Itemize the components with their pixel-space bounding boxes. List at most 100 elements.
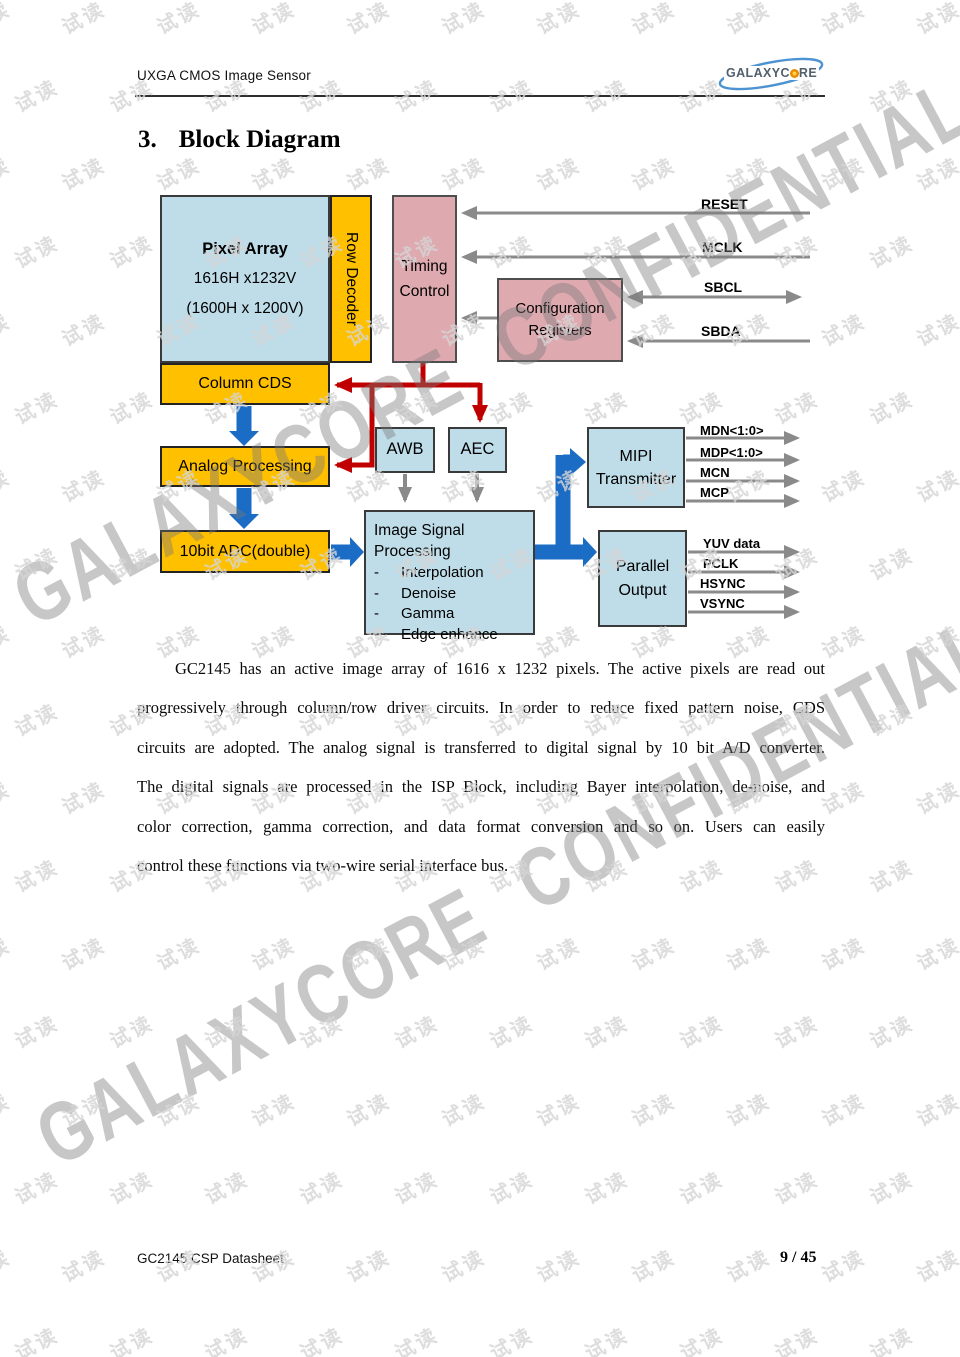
watermark-tile: 试读: [106, 1324, 158, 1357]
logo-orbit-icon: [718, 57, 824, 91]
watermark-tile: 试读: [201, 1324, 253, 1357]
isp-bullet: -: [374, 584, 379, 602]
header-doc-title: UXGA CMOS Image Sensor: [137, 68, 311, 83]
isp-block: Image Signal Processing - Interpolation …: [364, 510, 535, 643]
watermark-tile: 试读: [866, 232, 918, 274]
watermark-tile: 试读: [11, 544, 63, 586]
watermark-tile: 试读: [723, 934, 775, 976]
watermark-tile: 试读: [11, 232, 63, 274]
watermark-tile: 试读: [58, 466, 110, 508]
watermark-tile: 试读: [818, 466, 870, 508]
watermark-tile: 试读: [818, 0, 870, 40]
watermark-tile: 试读: [106, 232, 158, 274]
watermark-tile: 试读: [533, 154, 585, 196]
isp-item: - Gamma: [374, 604, 454, 625]
pixel-array-size: 1616H x1232V: [193, 270, 297, 287]
watermark-tile: 试读: [866, 1324, 918, 1357]
aec-block: AEC: [448, 427, 507, 473]
watermark-tile: 试读: [153, 154, 205, 196]
watermark-tile: 试读: [866, 1168, 918, 1210]
watermark-tile: 试读: [913, 1090, 960, 1132]
watermark-tile: 试读: [913, 466, 960, 508]
watermark-tile: 试读: [913, 1246, 960, 1288]
watermark-tile: 试读: [438, 0, 490, 40]
isp-item: - Interpolation: [374, 563, 484, 584]
paragraph-line: The digital signals are processed in the…: [137, 777, 825, 797]
header-rule: [135, 95, 825, 97]
watermark-tile: 试读: [201, 1168, 253, 1210]
logo-text-pre: GALAXYC: [726, 66, 790, 80]
pixel-array-active-size: (1600H x 1200V): [186, 300, 304, 317]
watermark-tile: 试读: [343, 0, 395, 40]
isp-item-label: Interpolation: [401, 564, 484, 581]
watermark-tile: 试读: [58, 154, 110, 196]
watermark-tile: 试读: [0, 1246, 15, 1288]
watermark-tile: 试读: [296, 1324, 348, 1357]
watermark-tile: 试读: [0, 934, 15, 976]
isp-item-label: Edge enhance: [401, 625, 498, 643]
signal-label-reset: RESET: [701, 196, 748, 212]
pixel-array-title: Pixel Array: [202, 240, 288, 258]
watermark-tile: 试读: [0, 154, 15, 196]
watermark-tile: 试读: [628, 934, 680, 976]
watermark-tile: 试读: [676, 1012, 728, 1054]
watermark-tile: 试读: [913, 622, 960, 664]
signal-label-hsync: HSYNC: [700, 576, 746, 591]
watermark-tile: 试读: [58, 934, 110, 976]
watermark-tile: 试读: [866, 700, 918, 742]
watermark-tile: 试读: [581, 388, 633, 430]
watermark-tile: 试读: [581, 1168, 633, 1210]
watermark-tile: 试读: [11, 1012, 63, 1054]
isp-item-label: Gamma: [401, 605, 455, 622]
watermark-tile: 试读: [771, 1168, 823, 1210]
signal-label-vsync: VSYNC: [700, 596, 745, 611]
watermark-tile: 试读: [391, 1012, 443, 1054]
pixel-array-block: Pixel Array 1616H x1232V (1600H x 1200V): [160, 195, 330, 363]
watermark-tile: 试读: [201, 1012, 253, 1054]
signal-label-mcp: MCP: [700, 485, 729, 500]
watermark-tile: 试读: [913, 934, 960, 976]
watermark-tile: 试读: [818, 1246, 870, 1288]
watermark-tile: 试读: [248, 0, 300, 40]
watermark-tile: 试读: [11, 1324, 63, 1357]
watermark-tile: 试读: [771, 544, 823, 586]
watermark-tile: 试读: [723, 0, 775, 40]
watermark-tile: 试读: [533, 0, 585, 40]
section-heading: 3. Block Diagram: [138, 126, 341, 154]
watermark-tile: 试读: [438, 934, 490, 976]
signal-label-mdn: MDN<1:0>: [700, 423, 764, 438]
signal-label-mcn: MCN: [700, 465, 730, 480]
watermark-tile: 试读: [818, 154, 870, 196]
watermark-tile: 试读: [0, 622, 15, 664]
column-cds-block: Column CDS: [160, 363, 330, 405]
parallel-output-block: Parallel Output: [598, 530, 687, 627]
watermark-tile: 试读: [248, 154, 300, 196]
timing-control-block: Timing Control: [392, 195, 457, 363]
watermark-tile: 试读: [296, 1012, 348, 1054]
watermark-tile: 试读: [866, 388, 918, 430]
watermark-tile: 试读: [533, 466, 585, 508]
row-decoder-block: Row Decoder: [330, 195, 372, 363]
configuration-registers-block: Configuration Registers: [497, 278, 623, 362]
watermark-tile: 试读: [391, 1168, 443, 1210]
watermark-tile: 试读: [11, 856, 63, 898]
watermark-tile: 试读: [533, 1090, 585, 1132]
watermark-tile: 试读: [771, 1012, 823, 1054]
watermark-tile: 试读: [628, 1246, 680, 1288]
watermark-tile: 试读: [723, 1246, 775, 1288]
watermark-tile: 试读: [58, 0, 110, 40]
paragraph-line: progressively through column/row driver …: [137, 698, 825, 718]
watermark-tile: 试读: [533, 934, 585, 976]
watermark-tile: 试读: [866, 856, 918, 898]
signal-label-mdp: MDP<1:0>: [700, 445, 763, 460]
watermark-tile: 试读: [343, 934, 395, 976]
analog-processing-block: Analog Processing: [160, 446, 330, 487]
watermark-tile: 试读: [913, 310, 960, 352]
watermark-tile: 试读: [106, 544, 158, 586]
watermark-tile: 试读: [581, 1324, 633, 1357]
watermark-tile: 试读: [676, 1324, 728, 1357]
watermark-tile: 试读: [58, 778, 110, 820]
watermark-tile: 试读: [11, 1168, 63, 1210]
watermark-tile: 试读: [818, 1090, 870, 1132]
